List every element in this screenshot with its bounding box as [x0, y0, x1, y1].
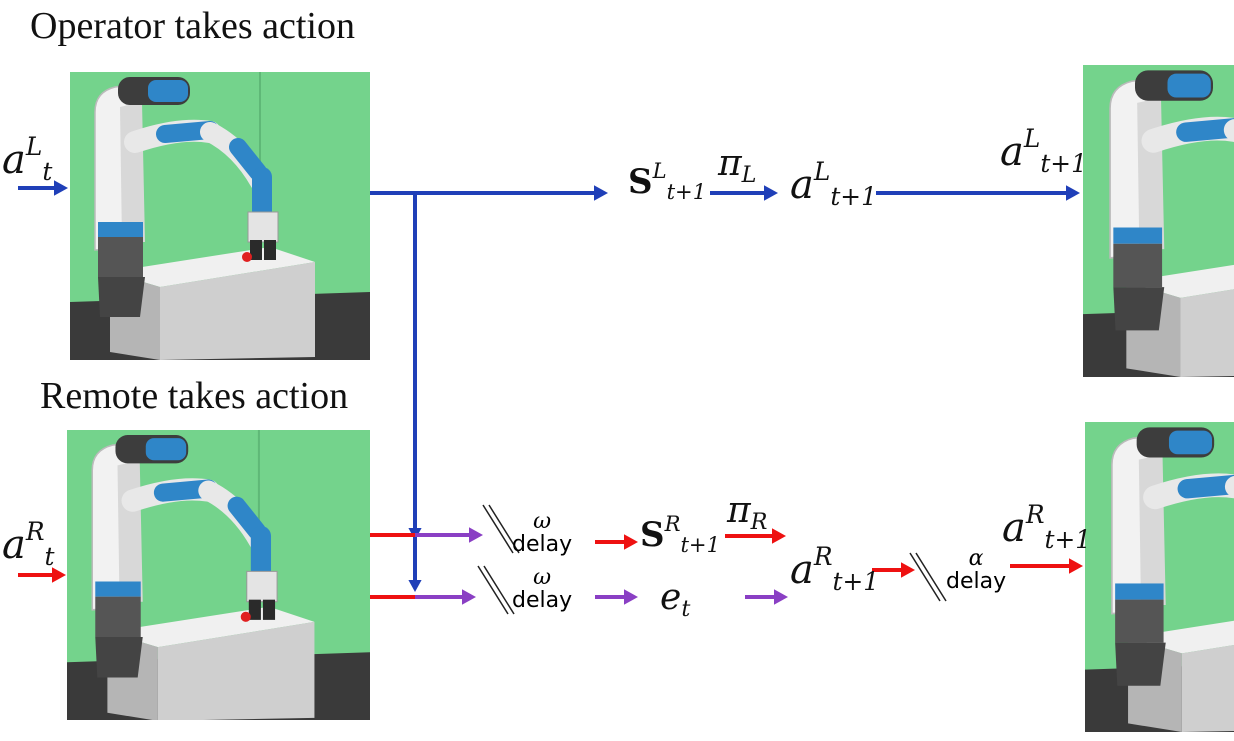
label-S-t1-R: SRt+1	[640, 510, 720, 558]
arrow-pi-L-head	[764, 185, 778, 201]
double-slash-icon-bottom	[483, 565, 515, 615]
label-a-t-L: aLt	[2, 132, 53, 187]
label-pi-L: πL	[718, 143, 757, 188]
arrow-input-a-t-L-head	[54, 180, 68, 196]
label-a-t1-L-mid: aLt+1	[790, 157, 877, 212]
robot-image-operator-next	[1083, 65, 1234, 377]
label-pi-R: πR	[727, 490, 768, 535]
robot-image-remote-now	[67, 430, 370, 721]
double-slash-icon-top	[482, 504, 514, 554]
label-S-t1-L: SLt+1	[628, 157, 707, 205]
remote-caption: Remote takes action	[40, 375, 349, 417]
operator-caption: Operator takes action	[30, 5, 355, 47]
label-a-t1-L-right: aLt+1	[1000, 124, 1087, 179]
arrow-delay-to-e-t-head	[624, 589, 638, 605]
label-a-t1-R-mid: aRt+1	[790, 542, 880, 597]
double-slash-icon-alpha	[909, 552, 941, 602]
arrows	[18, 180, 1083, 615]
double-slash-icon-alpha	[915, 552, 947, 602]
arrow-mixed-bottom-head	[462, 589, 476, 605]
arrow-e-t-to-a-head	[774, 589, 788, 605]
label-a-t-R: aRt	[2, 517, 55, 572]
arrow-a-t1-R-out-head	[1069, 558, 1083, 574]
arrow-delay-to-S-R-head	[624, 534, 638, 550]
robot-image-remote-next	[1085, 422, 1234, 732]
double-slash-icon-bottom	[477, 565, 509, 615]
arrow-input-a-t-R-head	[52, 567, 66, 583]
arrow-operator-branch-head	[594, 185, 608, 201]
arrow-pi-R-head	[772, 528, 786, 544]
label-a-t1-R-right: aRt+1	[1002, 500, 1092, 555]
robot-image-operator-now	[70, 72, 370, 360]
label-e-t: et	[660, 577, 691, 622]
arrow-a-t1-R-to-delay-head	[901, 562, 915, 578]
arrow-mixed-top-head	[469, 527, 483, 543]
arrow-blue-drop-head-2	[408, 580, 422, 592]
arrow-a-t1-L-out-head	[1066, 185, 1080, 201]
double-slash-icon-top	[488, 504, 520, 554]
